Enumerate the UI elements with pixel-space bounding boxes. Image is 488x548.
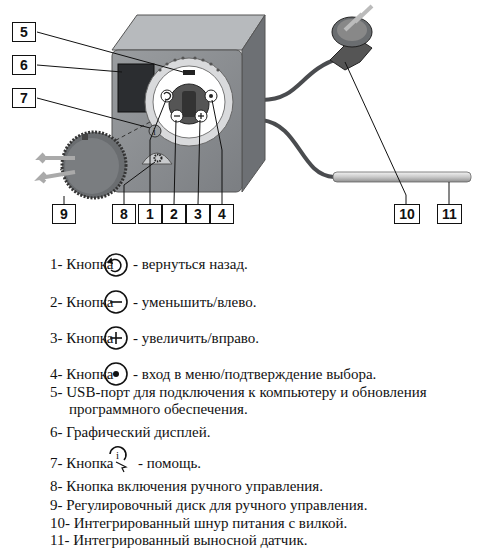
callout-box: 10 <box>394 204 420 224</box>
callout-number: 6 <box>20 58 28 72</box>
callout-box: 3 <box>186 204 210 224</box>
callout-number: 7 <box>20 91 28 105</box>
legend-text: - увеличить/вправо. <box>133 330 259 347</box>
legend-text: 10- Интегрированный шнур питания с вилко… <box>50 515 347 532</box>
callout-number: 9 <box>60 207 68 221</box>
legend-text: - вход в меню/подтверждение выбора. <box>133 366 376 383</box>
svg-text:i: i <box>116 449 119 461</box>
callout-number: 3 <box>194 207 202 221</box>
legend-text: - уменьшить/влево. <box>133 294 256 311</box>
legend-text: 1- Кнопка <box>50 256 114 273</box>
callout-box: 6 <box>12 55 36 75</box>
legend-text: 11- Интегрированный выносной датчик. <box>50 532 307 548</box>
callout-box: 4 <box>210 204 234 224</box>
legend-text: 5- USB-порт для подключения к компьютеру… <box>50 384 488 418</box>
callout-number: 10 <box>399 207 415 221</box>
callout-number: 2 <box>170 207 178 221</box>
callout-box: 9 <box>52 204 76 224</box>
callout-number: 4 <box>218 207 226 221</box>
legend-text: - помощь. <box>138 455 201 472</box>
legend-text: 2- Кнопка <box>50 294 114 311</box>
callout-number: 5 <box>20 25 28 39</box>
callout-number: 11 <box>442 207 457 221</box>
legend-text: 8- Кнопка включения ручного управления. <box>50 478 323 495</box>
legend-text: - вернуться назад. <box>133 256 248 273</box>
callout-box: 1 <box>138 204 162 224</box>
legend-text: 6- Графический дисплей. <box>50 424 210 441</box>
callout-box: 11 <box>437 204 462 224</box>
legend-text: 3- Кнопка <box>50 330 114 347</box>
callout-number: 8 <box>120 207 128 221</box>
callout-box: 2 <box>162 204 186 224</box>
callout-number: 1 <box>146 207 154 221</box>
legend-text: 4- Кнопка <box>50 366 114 383</box>
legend-text: 9- Регулировочный диск для ручного управ… <box>50 497 368 514</box>
callout-box: 5 <box>12 22 36 42</box>
callout-box: 7 <box>12 88 36 108</box>
callout-box: 8 <box>112 204 136 224</box>
legend-text: 7- Кнопка <box>50 455 114 472</box>
